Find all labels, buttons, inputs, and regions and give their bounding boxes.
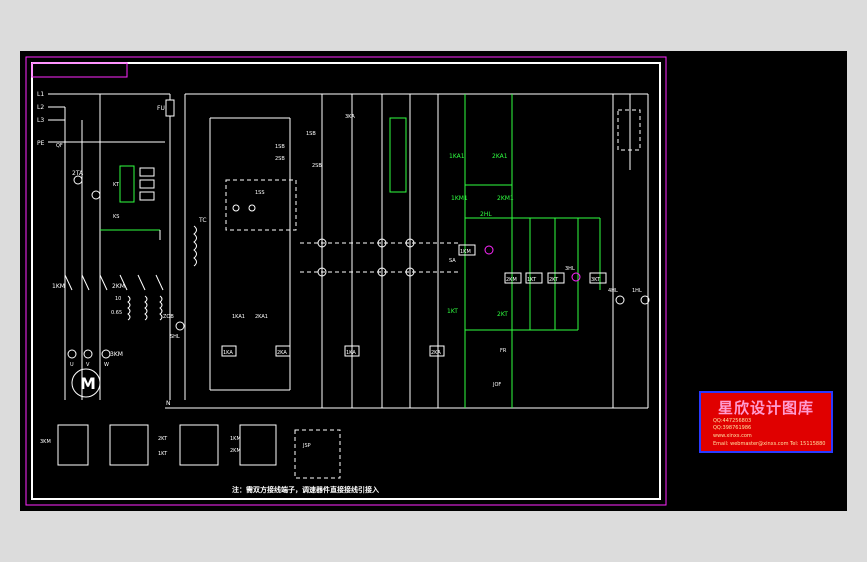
legend-jsp-label: JSP (302, 443, 311, 449)
contact-2kt-label: 2KT (497, 311, 508, 318)
contact-2ka1-label: 2KA1 (255, 314, 268, 320)
power-lines: L1 L2 L3 PE FU QF N (37, 91, 649, 409)
protection-jof-label: JOF (492, 382, 501, 388)
motor-symbol (71, 368, 101, 398)
phase-l3-label: L3 (37, 117, 44, 124)
title-block-qq2: QQ:398761986 (713, 425, 752, 431)
switch-1sb-label: 1SB (275, 144, 285, 150)
inner-frame (31, 62, 661, 500)
legend-2kt-label: 2KT (158, 436, 168, 442)
legend-2km-label: 2KM (230, 448, 241, 454)
value-10-label: 10 (115, 296, 121, 302)
control-right: 1KA1 2KA1 1KM1 2KM1 1KT 2KT 1KM 2KM 1KT … (447, 94, 650, 408)
transformer-tc (193, 225, 197, 267)
contactor-2km-label: 2KM (112, 283, 125, 290)
title-block-contact: Email: webmaster@xinxs.com Tel: 15115880 (713, 441, 826, 447)
neutral-label: N (166, 400, 171, 407)
legend-row: 3KM 2KT 1KT 1KM 2KM JSP (40, 424, 341, 479)
mid-coil-3ka-label: 3KA (345, 114, 355, 120)
shl-label: SHL (170, 334, 180, 340)
coil-2ka-label: 2KA (277, 350, 287, 356)
terminal-v-label: V (86, 362, 90, 368)
legend-1km-label: 1KM (230, 436, 241, 442)
legend-1kt-label: 1KT (158, 451, 168, 457)
switch-1ss-label: 1SS (255, 190, 265, 196)
coil-1ka-label: 1KA (223, 350, 233, 356)
lamp-2hl-label: 2HL (480, 211, 492, 218)
mid-coil-1ka-label: 1KA (346, 350, 356, 356)
contact-1km1-label: 1KM1 (451, 195, 468, 202)
value-065-label: 0.65 (111, 310, 122, 316)
top-left-tag-box (31, 62, 128, 78)
contact-1kt-label: 1KT (447, 308, 458, 315)
drawing-note: 注：需双方接线端子，调速器件直接接线引接入 (232, 486, 379, 494)
mid-switch-1sb-label: 1SB (306, 131, 316, 137)
outer-frame (25, 56, 667, 506)
contactor-3km-label: 3KM (110, 351, 123, 358)
phase-l2-label: L2 (37, 104, 44, 111)
transformer-label: TC (198, 217, 207, 224)
title-block-website: www.xinxs.com (713, 433, 752, 439)
legend-3km-label: 3KM (40, 439, 51, 445)
kt-label: KT (113, 182, 120, 188)
lamp-3hl-label: 3HL (565, 266, 575, 272)
title-block-qq1: QQ:447256803 (713, 418, 752, 424)
lamp-1hl-label: 1HL (632, 288, 642, 294)
title-block: 星欣设计图库 QQ:447256803 QQ:398761986 www.xin… (699, 391, 833, 453)
switch-2sb-label: 2SB (275, 156, 285, 162)
control-left: 1SS 1SB 2SB 1KA1 2KA1 1KA 2KA (209, 117, 297, 391)
pe-label: PE (37, 140, 45, 147)
coil-2kt-label: 2KT (549, 277, 559, 283)
contact-1ka1-label: 1KA1 (232, 314, 245, 320)
contact-2km1-label: 2KM1 (497, 195, 514, 202)
motor-label: M (80, 374, 96, 393)
terminal-w-label: W (104, 362, 109, 368)
mid-coil-2ka-label: 2KA (431, 350, 441, 356)
selector-sa-label: SA (449, 258, 456, 264)
phase-l1-label: L1 (37, 91, 44, 98)
coil-1kt-label: 1KT (527, 277, 537, 283)
contact-1ka1-right-label: 1KA1 (449, 153, 465, 160)
contactor-1km-label: 1KM (52, 283, 65, 290)
protection-fr-label: FR (500, 348, 507, 354)
ks-label: KS (113, 214, 119, 220)
contact-2ka1-right-label: 2KA1 (492, 153, 508, 160)
zob-label: ZOB (163, 314, 174, 320)
mid-switch-2sb-label: 2SB (312, 163, 322, 169)
coil-1km-label: 1KM (460, 249, 471, 255)
coil-3kt-label: 3KT (591, 277, 601, 283)
coil-2km-label: 2KM (506, 277, 517, 283)
control-mid: 1SB 2SB SA 1KA 2KA 3KA (300, 94, 460, 408)
terminal-u-label: U (70, 362, 74, 368)
title-block-name: 星欣设计图库 (717, 399, 814, 417)
ct-label: 2TA (72, 170, 84, 177)
breaker-label: QF (56, 143, 63, 149)
main-circuit: 2TA KT KS 1KM 2KM 3KM 10 0.65 ZOB (52, 165, 207, 398)
fuse-label: FU (157, 105, 165, 112)
